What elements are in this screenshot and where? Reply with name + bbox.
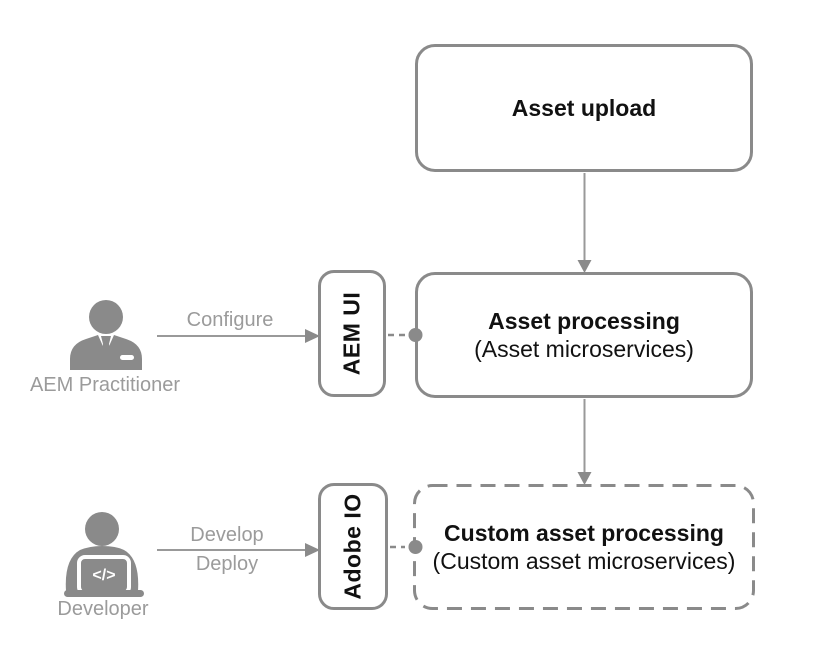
adobe-io-label: Adobe IO	[339, 493, 366, 600]
custom-box-dashed-border	[413, 484, 755, 610]
arrow-configure	[157, 329, 320, 343]
aem-practitioner-icon	[68, 297, 144, 375]
node-adobe-io: Adobe IO	[318, 483, 388, 610]
node-asset-upload: Asset upload	[415, 44, 753, 172]
develop-label: Develop	[190, 524, 264, 546]
custom-asset-processing-subtitle: (Custom asset microservices)	[432, 548, 736, 574]
asset-processing-subtitle: (Asset microservices)	[474, 336, 694, 362]
configure-label: Configure	[186, 309, 274, 331]
developer-label: Developer	[57, 598, 149, 620]
arrow-upload-to-processing	[577, 173, 592, 273]
developer-icon: </>	[62, 511, 146, 602]
asset-upload-title: Asset upload	[511, 95, 657, 121]
arrow-processing-to-custom	[577, 399, 592, 485]
arrow-develop	[157, 543, 320, 557]
node-asset-processing: Asset processing (Asset microservices)	[415, 272, 753, 398]
node-aem-ui: AEM UI	[318, 270, 386, 397]
aem-ui-label: AEM UI	[338, 291, 365, 376]
asset-processing-title: Asset processing	[488, 308, 680, 334]
laptop-code-glyph: </>	[92, 567, 115, 584]
custom-asset-processing-title: Custom asset processing	[444, 520, 724, 546]
deploy-label: Deploy	[195, 553, 259, 575]
aem-practitioner-label: AEM Practitioner	[29, 374, 181, 396]
node-custom-asset-processing: Custom asset processing (Custom asset mi…	[413, 484, 755, 610]
